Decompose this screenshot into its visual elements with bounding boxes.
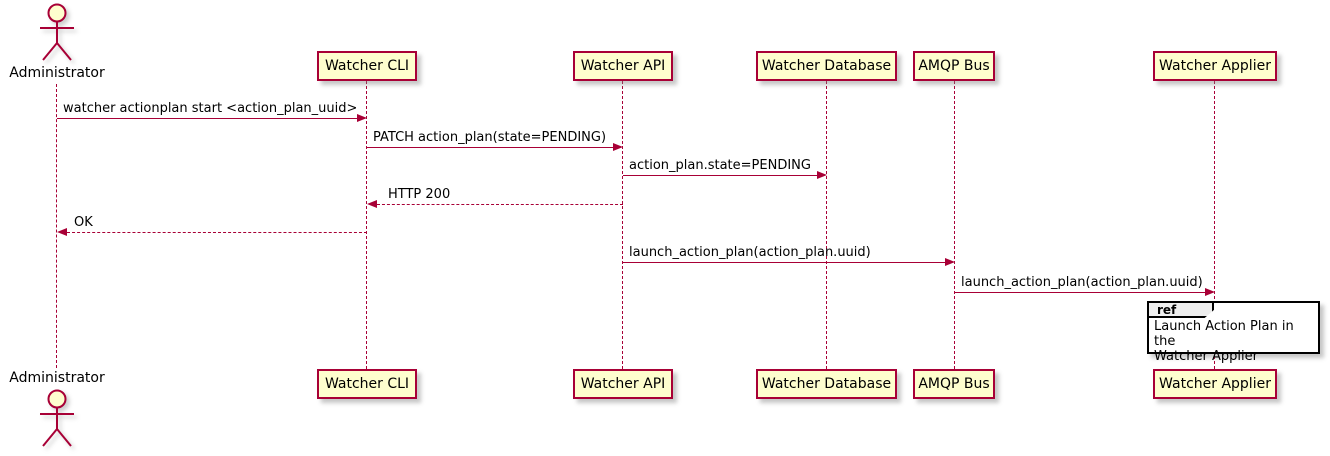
ref-tab-shape	[1147, 301, 1214, 318]
participant-box-amqp-bus-top: AMQP Bus	[913, 51, 995, 81]
ref-fragment: ref Launch Action Plan in the Watcher Ap…	[1147, 301, 1320, 364]
message-label-5: OK	[74, 215, 93, 230]
arrowhead-right-icon	[613, 143, 623, 151]
arrowhead-left-icon	[57, 228, 67, 236]
participant-box-watcher-applier-top: Watcher Applier	[1153, 51, 1277, 81]
arrowhead-right-icon	[945, 258, 955, 266]
message-line-5	[67, 232, 367, 233]
participant-label: Watcher CLI	[324, 376, 410, 392]
participant-label: Watcher API	[580, 376, 666, 392]
participant-label: Watcher Database	[761, 376, 892, 392]
lifeline-watcher-cli	[366, 81, 367, 369]
message-line-3	[623, 175, 817, 176]
participant-label: Watcher Database	[761, 58, 892, 74]
arrowhead-left-icon	[367, 200, 377, 208]
participant-box-watcher-database-bottom: Watcher Database	[756, 369, 897, 399]
participant-label: Watcher CLI	[324, 58, 410, 74]
message-line-6	[623, 262, 945, 263]
lifeline-administrator	[56, 84, 57, 368]
actor-label-top: Administrator	[9, 65, 105, 81]
message-line-1	[57, 118, 358, 119]
lifeline-watcher-database	[826, 81, 827, 369]
message-label-7: launch_action_plan(action_plan.uuid)	[961, 275, 1203, 290]
message-line-4	[377, 204, 623, 205]
message-label-3: action_plan.state=PENDING	[629, 158, 811, 173]
message-line-2	[367, 147, 613, 148]
participant-box-watcher-database-top: Watcher Database	[756, 51, 897, 81]
participant-label: Watcher Applier	[1159, 376, 1271, 392]
actor-label-bottom: Administrator	[9, 370, 105, 386]
participant-box-watcher-api-bottom: Watcher API	[573, 369, 673, 399]
lifeline-amqp-bus	[954, 81, 955, 369]
ref-keyword: ref	[1157, 303, 1177, 317]
lifeline-watcher-api	[622, 81, 623, 369]
participant-box-amqp-bus-bottom: AMQP Bus	[913, 369, 995, 399]
participant-box-watcher-cli-bottom: Watcher CLI	[317, 369, 417, 399]
actor-icon	[40, 389, 74, 447]
message-label-1: watcher actionplan start <action_plan_uu…	[63, 101, 358, 116]
message-line-7	[955, 292, 1205, 293]
message-label-4: HTTP 200	[388, 187, 451, 202]
participant-label: Watcher API	[580, 58, 666, 74]
message-label-2: PATCH action_plan(state=PENDING)	[373, 130, 607, 145]
participant-box-watcher-applier-bottom: Watcher Applier	[1153, 369, 1277, 399]
participant-label: Watcher Applier	[1159, 58, 1271, 74]
participant-label: AMQP Bus	[918, 376, 990, 392]
message-label-6: launch_action_plan(action_plan.uuid)	[629, 245, 871, 260]
actor-icon	[40, 3, 74, 61]
lifeline-watcher-applier	[1214, 81, 1215, 369]
arrowhead-right-icon	[817, 171, 827, 179]
arrowhead-right-icon	[357, 114, 367, 122]
participant-label: AMQP Bus	[918, 58, 990, 74]
participant-box-watcher-cli-top: Watcher CLI	[317, 51, 417, 81]
arrowhead-right-icon	[1205, 288, 1215, 296]
participant-box-watcher-api-top: Watcher API	[573, 51, 673, 81]
ref-text: Launch Action Plan in the Watcher Applie…	[1154, 319, 1294, 364]
